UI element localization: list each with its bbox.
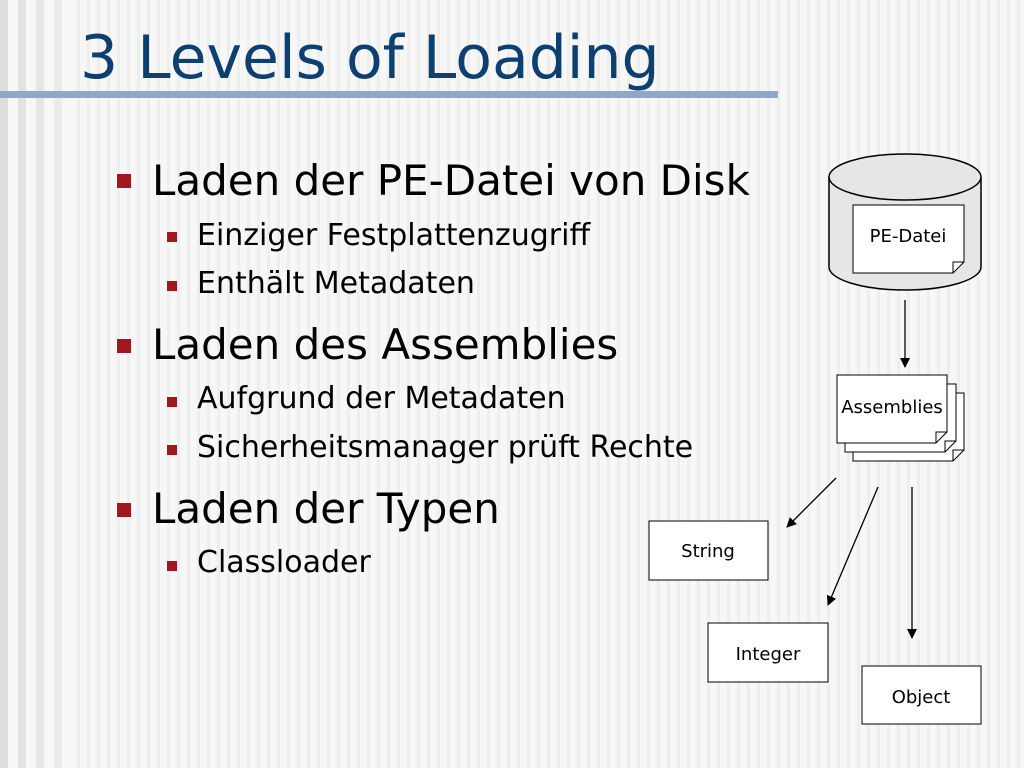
bullet-marker bbox=[117, 339, 131, 353]
arrow-to-string bbox=[786, 477, 837, 528]
assemblies-label: Assemblies bbox=[841, 397, 943, 418]
sub-bullet-based-on-metadata: Aufgrund der Metadaten bbox=[197, 381, 566, 416]
bullet-marker bbox=[117, 174, 131, 188]
bullet-marker bbox=[117, 503, 131, 517]
type-integer-label: Integer bbox=[736, 644, 801, 665]
bullet-load-pe-file: Laden der PE-Datei von Disk bbox=[152, 156, 750, 205]
type-box-object: Object bbox=[861, 665, 982, 725]
bullet-load-assemblies: Laden des Assemblies bbox=[152, 320, 619, 369]
bullet-load-types: Laden der Typen bbox=[152, 484, 500, 533]
arrow-to-integer bbox=[826, 486, 879, 606]
sub-bullet-marker bbox=[167, 445, 177, 455]
sub-bullet-security-manager: Sicherheitsmanager prüft Rechte bbox=[197, 430, 694, 465]
type-box-integer: Integer bbox=[707, 622, 829, 683]
slide-title: 3 Levels of Loading bbox=[80, 23, 660, 93]
type-string-label: String bbox=[681, 541, 735, 562]
assemblies-stack: Assemblies bbox=[836, 374, 965, 462]
sub-bullet-marker bbox=[167, 397, 177, 407]
type-box-string: String bbox=[648, 520, 769, 581]
type-object-label: Object bbox=[892, 687, 951, 708]
pe-file-document: PE-Datei bbox=[852, 204, 965, 274]
sub-bullet-marker bbox=[167, 561, 177, 571]
sub-bullet-contains-metadata: Enthält Metadaten bbox=[197, 266, 475, 301]
sub-bullet-classloader: Classloader bbox=[197, 545, 371, 580]
pe-file-label: PE-Datei bbox=[870, 226, 947, 247]
sub-bullet-marker bbox=[167, 232, 177, 242]
sub-bullet-single-disk-access: Einziger Festplattenzugriff bbox=[197, 218, 591, 253]
title-underline bbox=[0, 91, 778, 98]
sub-bullet-marker bbox=[167, 281, 177, 291]
